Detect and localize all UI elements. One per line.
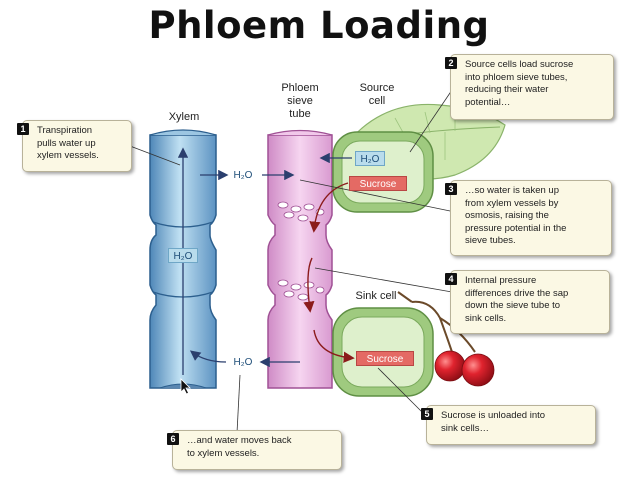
- phloem-sieve-tube-label: Phloem sieve tube: [281, 82, 319, 120]
- cherries: [397, 291, 495, 387]
- xylem-label: Xylem: [168, 111, 200, 123]
- step-6-callout: 6 …and water moves back to xylem vessels…: [167, 430, 342, 470]
- source-cell: [332, 131, 434, 213]
- step-5-text: Sucrose is unloaded into sink cells…: [441, 410, 546, 434]
- step-2-callout: 2 Source cells load sucrose into phloem …: [445, 54, 614, 120]
- sink-cell-label: Sink cell: [355, 290, 397, 302]
- sucrose-sink-chip: Sucrose: [356, 351, 414, 366]
- step-2-text: Source cells load sucrose into phloem si…: [465, 59, 574, 108]
- sap-flow-arrow: [303, 257, 315, 313]
- h2o-xylem-top-label: H₂O: [233, 170, 253, 181]
- step-1-text: Transpiration pulls water up xylem vesse…: [37, 125, 99, 161]
- step-6-number: 6: [167, 433, 179, 445]
- h2o-xylem-bottom-label: H₂O: [233, 357, 253, 368]
- step-5-number: 5: [421, 408, 433, 420]
- mouse-cursor-icon: [180, 378, 191, 395]
- step-4-callout: 4 Internal pressure differences drive th…: [445, 270, 610, 334]
- source-cell-label: Source cell: [359, 82, 395, 107]
- step-3-number: 3: [445, 183, 457, 195]
- h2o-source-chip: H₂O: [355, 151, 385, 166]
- step-5-callout: 5 Sucrose is unloaded into sink cells…: [421, 405, 596, 445]
- h2o-xylem-mid-chip: H₂O: [168, 248, 198, 263]
- step-3-text: …so water is taken up from xylem vessels…: [465, 185, 567, 246]
- step-2-number: 2: [445, 57, 457, 69]
- sucrose-load-arrow: [309, 182, 349, 233]
- sucrose-source-chip: Sucrose: [349, 176, 407, 191]
- sucrose-unload-arrow: [313, 329, 355, 363]
- step-6-text: …and water moves back to xylem vessels.: [187, 435, 292, 459]
- step-1-number: 1: [17, 123, 29, 135]
- step-3-callout: 3 …so water is taken up from xylem vesse…: [445, 180, 612, 256]
- step-4-number: 4: [445, 273, 457, 285]
- step-4-text: Internal pressure differences drive the …: [465, 275, 569, 324]
- diagram-title: Phloem Loading: [148, 4, 490, 47]
- phloem-sieve-tube: [267, 129, 333, 389]
- step-1-callout: 1 Transpiration pulls water up xylem ves…: [17, 120, 132, 172]
